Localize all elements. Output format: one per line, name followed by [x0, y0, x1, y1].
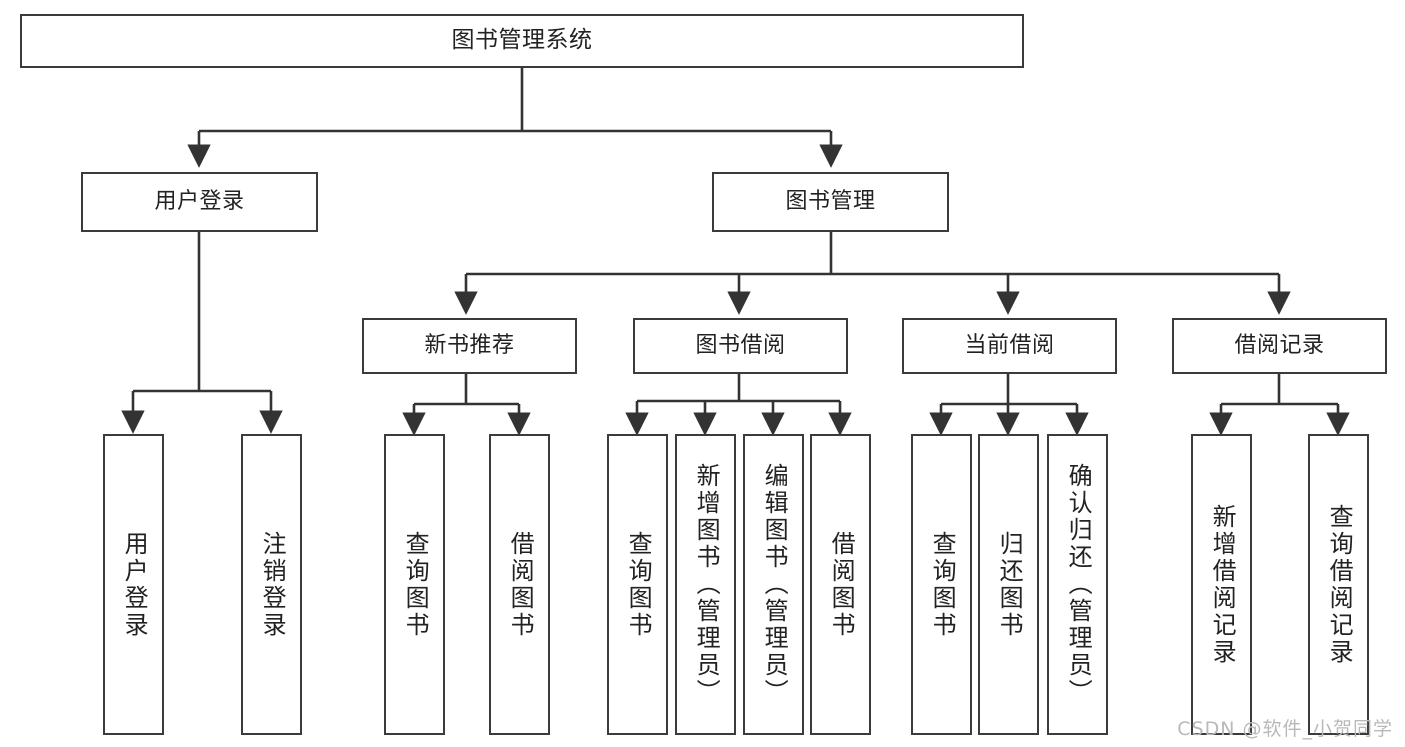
leaf-new-book-borrow-label: 借阅图书: [506, 530, 535, 639]
node-root-label: 图书管理系统: [451, 27, 593, 54]
node-new-book-recommend-label: 新书推荐: [424, 333, 515, 359]
node-borrow-record-label: 借阅记录: [1234, 333, 1325, 359]
leaf-book-borrow-query-label: 查询图书: [624, 530, 653, 639]
leaf-user-login-signin-label: 用户登录: [120, 530, 149, 639]
node-book-management[interactable]: 图书管理: [712, 172, 949, 232]
leaf-current-borrow-confirm-return-label: 确认归还（管理员）: [1064, 463, 1093, 706]
node-book-borrow[interactable]: 图书借阅: [633, 318, 848, 374]
leaf-borrow-record-add[interactable]: 新增借阅记录: [1191, 434, 1252, 735]
leaf-book-borrow-add[interactable]: 新增图书（管理员）: [675, 434, 736, 735]
node-root-book-management-system[interactable]: 图书管理系统: [20, 14, 1024, 68]
leaf-borrow-record-add-label: 新增借阅记录: [1208, 503, 1237, 666]
leaf-new-book-borrow[interactable]: 借阅图书: [489, 434, 550, 735]
leaf-current-borrow-return-label: 归还图书: [995, 530, 1024, 639]
leaf-current-borrow-confirm-return[interactable]: 确认归还（管理员）: [1047, 434, 1108, 735]
leaf-current-borrow-return[interactable]: 归还图书: [978, 434, 1039, 735]
leaf-book-borrow-edit-label: 编辑图书（管理员）: [760, 463, 789, 706]
node-book-borrow-label: 图书借阅: [695, 333, 786, 359]
leaf-user-login-signin[interactable]: 用户登录: [103, 434, 164, 735]
node-borrow-record[interactable]: 借阅记录: [1172, 318, 1387, 374]
leaf-book-borrow-borrow-label: 借阅图书: [827, 530, 856, 639]
node-book-management-label: 图书管理: [785, 189, 876, 215]
node-current-borrow[interactable]: 当前借阅: [902, 318, 1117, 374]
leaf-user-login-signout-label: 注销登录: [258, 530, 287, 639]
leaf-new-book-query-label: 查询图书: [401, 530, 430, 639]
leaf-book-borrow-query[interactable]: 查询图书: [607, 434, 668, 735]
leaf-user-login-signout[interactable]: 注销登录: [241, 434, 302, 735]
node-user-login[interactable]: 用户登录: [81, 172, 318, 232]
node-user-login-label: 用户登录: [154, 189, 245, 215]
leaf-borrow-record-query[interactable]: 查询借阅记录: [1308, 434, 1369, 735]
node-current-borrow-label: 当前借阅: [964, 333, 1055, 359]
leaf-current-borrow-query-label: 查询图书: [928, 530, 957, 639]
leaf-book-borrow-edit[interactable]: 编辑图书（管理员）: [743, 434, 804, 735]
leaf-book-borrow-add-label: 新增图书（管理员）: [692, 463, 721, 706]
node-new-book-recommend[interactable]: 新书推荐: [362, 318, 577, 374]
leaf-borrow-record-query-label: 查询借阅记录: [1325, 503, 1354, 666]
leaf-new-book-query[interactable]: 查询图书: [384, 434, 445, 735]
csdn-watermark: CSDN @软件_小贺同学: [1177, 718, 1393, 740]
leaf-book-borrow-borrow[interactable]: 借阅图书: [810, 434, 871, 735]
leaf-current-borrow-query[interactable]: 查询图书: [911, 434, 972, 735]
